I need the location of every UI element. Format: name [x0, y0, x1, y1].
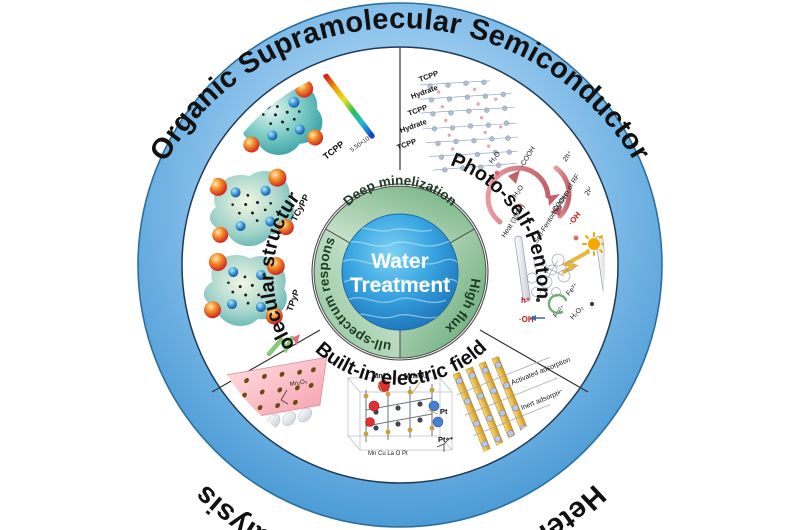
crystal-label-pt: Pt	[440, 407, 448, 416]
crystal-label-mn2o3: Mn₂O₃	[404, 371, 428, 380]
crystal-label-mn3: Mn³⁺	[372, 371, 389, 380]
core-label-line1: Water	[371, 250, 429, 273]
crystal-legend: Mn Cu La O Pt	[368, 451, 408, 457]
crystal-label-pt4: Pt⁴⁺	[438, 435, 453, 444]
molecule-tcypp	[209, 168, 294, 247]
core-label-line2: Treatment	[350, 274, 450, 297]
slab-label: Mn₂O₃	[289, 379, 308, 388]
panel-fenton-mechanism: h⁺ ·OH Fe³⁺ Fe²⁺ H₂O₂ O₂	[514, 232, 605, 324]
sector-dividers	[211, 47, 589, 393]
molecule-tpyp	[203, 252, 287, 326]
label-hole: h⁺	[521, 296, 530, 305]
panel-crystal-structure: Mn³⁺ Mn₂O₃ Pt Pt⁴⁺ Mn Cu La O Pt	[347, 371, 453, 457]
core-water-treatment[interactable]: Water Treatment	[341, 213, 463, 331]
crystal-labels: Mn³⁺ Mn₂O₃ Pt Pt⁴⁺	[372, 371, 453, 444]
label-hydroxyl: ·OH	[519, 315, 534, 324]
